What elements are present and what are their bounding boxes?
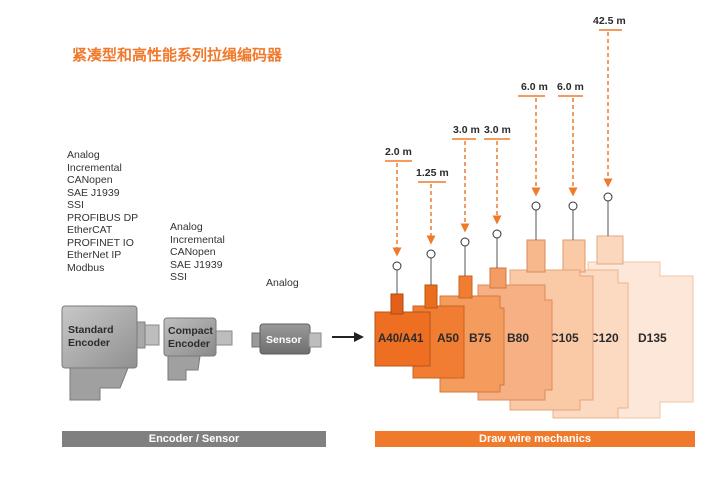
- length-a50: 1.25 m: [416, 167, 449, 179]
- length-d135: 42.5 m: [593, 15, 626, 27]
- compact-interface-item: Analog: [170, 221, 203, 233]
- standard-interface-item: EtherCAT: [67, 224, 113, 236]
- page-title: 紧凑型和高性能系列拉绳编码器: [72, 46, 283, 64]
- compact-interface-item: Incremental: [170, 233, 225, 246]
- compact-encoder-label-2: Encoder: [168, 338, 210, 350]
- encoder-sensor-bar: Encoder / Sensor: [62, 431, 326, 447]
- standard-interface-item: PROFIBUS DP: [67, 211, 139, 224]
- compact-interface-item: CANopen: [170, 246, 216, 258]
- label-b75: B75: [469, 331, 491, 345]
- compact-encoder-label-1: Compact: [168, 325, 213, 337]
- label-b80: B80: [507, 331, 529, 345]
- label-c120: C120: [590, 331, 619, 345]
- standard-interface-item: Modbus: [67, 261, 105, 274]
- length-c120: 6.0 m: [557, 81, 584, 93]
- label-a50: A50: [437, 331, 459, 345]
- label-c105: C105: [550, 331, 579, 345]
- label-d135: D135: [638, 331, 667, 345]
- length-b75: 3.0 m: [453, 124, 480, 136]
- standard-interface-item: SSI: [67, 199, 84, 211]
- standard-interface-item: Incremental: [67, 161, 122, 174]
- length-a40: 2.0 m: [385, 146, 412, 158]
- standard-encoder: Standard Encoder: [61, 305, 160, 401]
- length-b80: 3.0 m: [484, 124, 511, 136]
- length-c105: 6.0 m: [521, 81, 548, 93]
- sensor-label: Sensor: [266, 334, 302, 346]
- standard-interface-item: EtherNet IP: [67, 249, 122, 261]
- label-a40: A40/A41: [378, 333, 424, 345]
- compact-interface-item: SAE J1939: [170, 258, 223, 271]
- compact-interface-item: SSI: [170, 271, 187, 283]
- standard-interface-item: PROFINET IO: [67, 236, 134, 249]
- connect-arrow: [332, 332, 364, 342]
- mechanics-stack: 42.5 m D135 6.0 m C120 6.0 m C105: [374, 15, 694, 419]
- sensor-interface-list: Analog: [266, 277, 299, 290]
- mechanics-a40: 2.0 m A40/A41: [374, 146, 431, 367]
- standard-encoder-label-1: Standard: [68, 324, 114, 336]
- sensor-interface-item: Analog: [266, 277, 299, 289]
- draw-wire-mechanics-bar: Draw wire mechanics: [375, 431, 695, 447]
- compact-encoder: Compact Encoder: [163, 317, 233, 381]
- standard-encoder-label-2: Encoder: [68, 337, 110, 349]
- sensor: Sensor: [251, 323, 322, 355]
- standard-interface-item: SAE J1939: [67, 186, 120, 199]
- standard-interface-item: Analog: [67, 149, 100, 161]
- standard-interface-item: CANopen: [67, 174, 113, 186]
